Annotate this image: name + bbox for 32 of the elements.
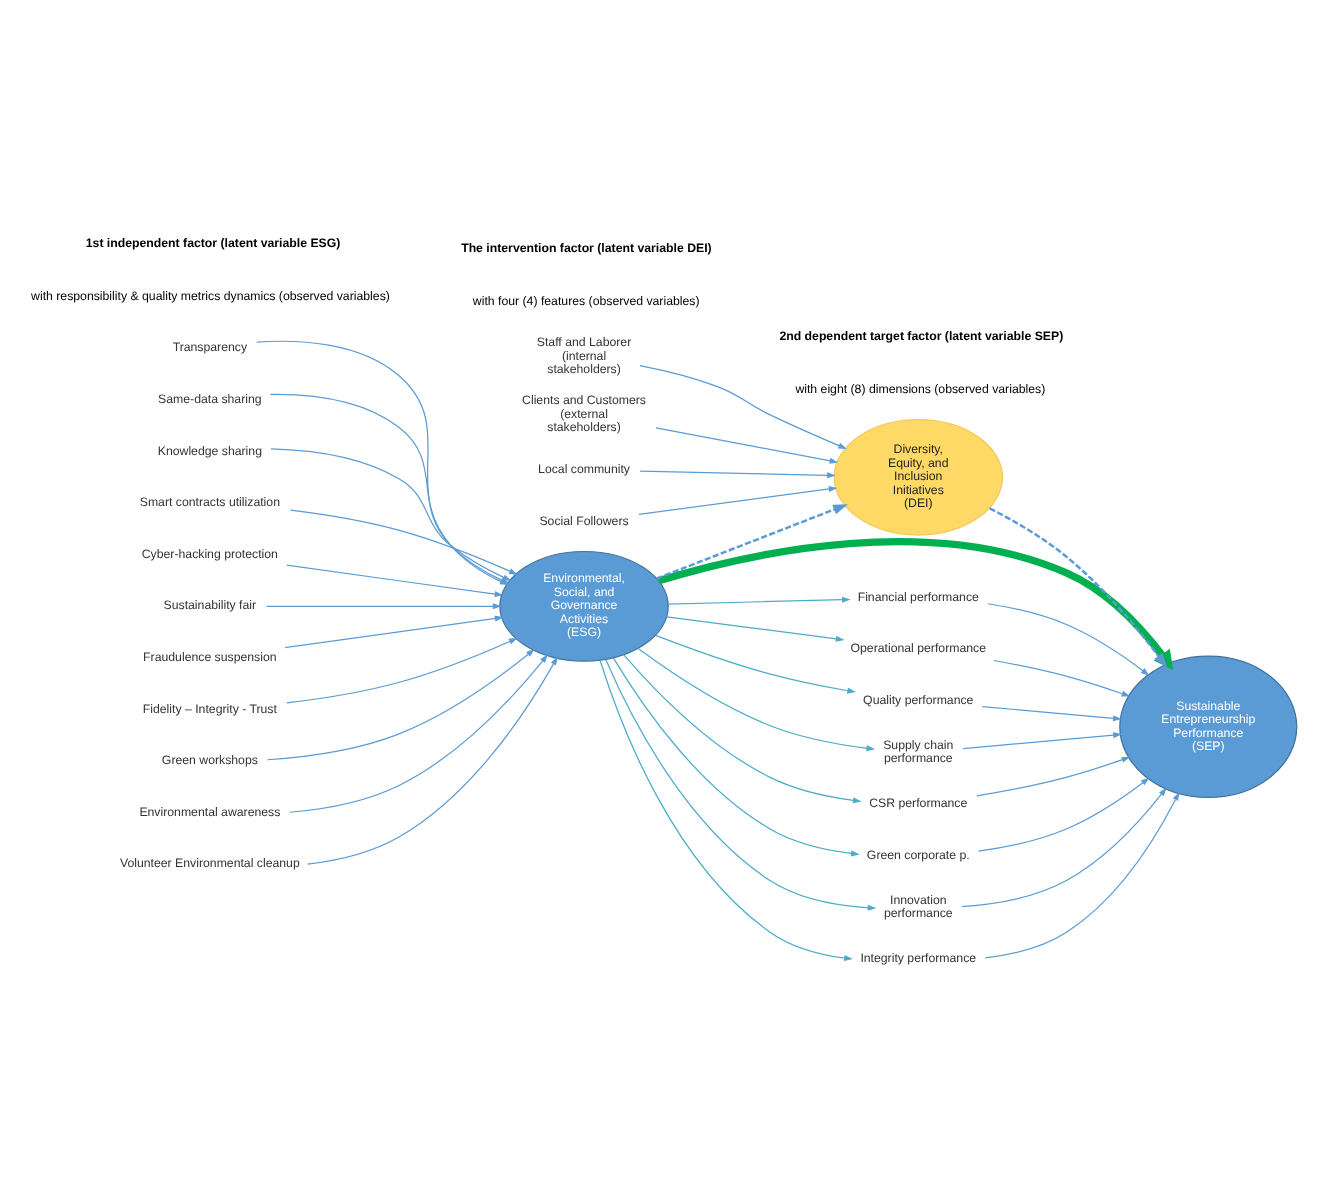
- arrow: [989, 506, 1168, 667]
- arrow: [286, 563, 504, 597]
- arrow: [639, 469, 836, 478]
- arrow: [639, 364, 847, 448]
- arrow: [286, 636, 518, 703]
- arrow: [605, 658, 877, 910]
- arrow: [637, 646, 876, 751]
- arrow: [266, 648, 535, 760]
- arrow: [656, 503, 848, 579]
- arrow: [289, 508, 518, 574]
- arrow: [284, 614, 504, 648]
- arrow: [599, 658, 853, 961]
- arrow: [993, 658, 1131, 696]
- arrow: [984, 791, 1180, 958]
- arrow: [657, 537, 1174, 669]
- arrow: [623, 653, 862, 803]
- arrow: [978, 776, 1150, 851]
- arrow: [962, 731, 1122, 749]
- arrow: [981, 704, 1122, 721]
- arrow: [307, 655, 558, 864]
- arrow: [961, 786, 1167, 907]
- arrow: [288, 653, 548, 812]
- arrow: [612, 656, 860, 856]
- arrow: [976, 755, 1131, 796]
- arrow: [667, 595, 851, 604]
- arrow: [655, 426, 839, 463]
- arrow: [270, 447, 512, 580]
- arrow: [638, 485, 838, 514]
- arrow: [666, 615, 845, 641]
- arrow: [987, 602, 1150, 675]
- arrow: [266, 602, 502, 609]
- arrow: [655, 633, 856, 693]
